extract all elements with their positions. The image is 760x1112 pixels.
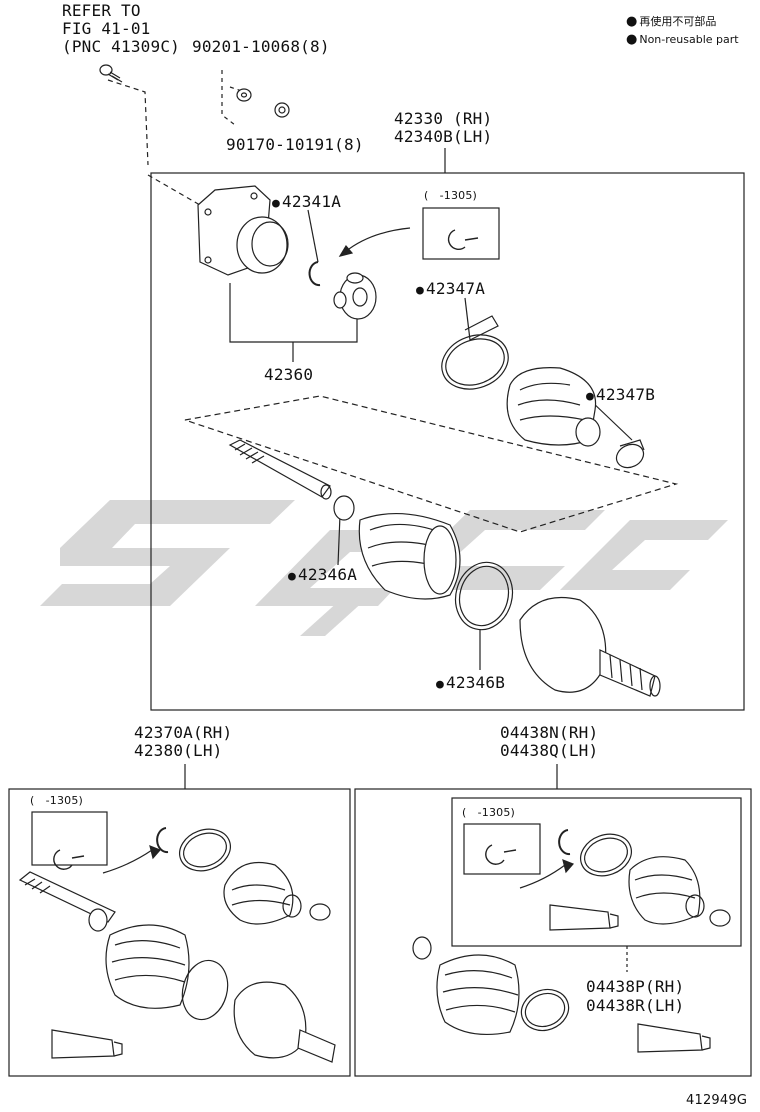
range-label-2: ( -1305) <box>30 794 84 807</box>
label-inner-lh: 42380(LH) <box>134 741 223 760</box>
legend-nonreusable-ja: 再使用不可部品 <box>626 14 716 30</box>
flange-housing <box>197 185 289 276</box>
boot-kit-parts <box>412 829 731 1053</box>
label-kit-lh: 04438Q(LH) <box>500 741 599 760</box>
range-box-3 <box>463 823 541 875</box>
snap-ring <box>308 261 321 287</box>
label-bolt: 90201-10068(8) <box>192 37 330 56</box>
label-kit2-rh: 04438P(RH) <box>586 977 685 996</box>
washer-parts <box>236 88 290 118</box>
assembly-arrow <box>344 227 411 253</box>
label-main-rh: 42330 (RH) <box>394 109 493 128</box>
range-label-3: ( -1305) <box>462 806 516 819</box>
refer-line2: FIG 41-01 <box>62 19 151 38</box>
outer-cv-joint <box>519 596 661 697</box>
label-42360: 42360 <box>264 365 314 384</box>
tripod-joint <box>333 272 377 320</box>
range-label-1: ( -1305) <box>424 189 478 202</box>
diagram-id: 412949G <box>686 1093 748 1108</box>
label-main-lh: 42340B(LH) <box>394 127 493 146</box>
label-42347B: 42347B <box>586 386 655 405</box>
drive-shaft <box>228 439 332 500</box>
legend-nonreusable-en: Non-reusable part <box>626 32 738 48</box>
boot-clamp-large <box>441 315 509 390</box>
label-42346A: 42346A <box>288 566 357 585</box>
boot-clamp-b <box>454 561 514 631</box>
range-box-1 <box>422 207 500 260</box>
main-assembly-frame <box>150 172 745 711</box>
inner-boot <box>506 367 601 447</box>
outer-boot <box>358 513 461 600</box>
label-42347A: 42347A <box>416 280 485 299</box>
label-kit-rh: 04438N(RH) <box>500 723 599 742</box>
inner-joint-frame <box>8 788 351 1077</box>
label-42346B: 42346B <box>436 674 505 693</box>
inner-joint-parts <box>18 827 336 1063</box>
label-washer: 90170-10191(8) <box>226 135 364 154</box>
label-kit2-lh: 04438R(LH) <box>586 996 685 1015</box>
refer-line3: (PNC 41309C) <box>62 37 180 56</box>
label-42341A: 42341A <box>272 193 341 212</box>
shaft-ring <box>333 495 355 521</box>
boot-kit-subframe <box>451 797 742 947</box>
boot-clamp-small <box>615 439 645 469</box>
bolt-part <box>99 64 123 83</box>
refer-line1: REFER TO <box>62 1 141 20</box>
boot-kit-frame <box>354 788 752 1077</box>
range-box-2 <box>31 811 108 866</box>
label-inner-rh: 42370A(RH) <box>134 723 233 742</box>
